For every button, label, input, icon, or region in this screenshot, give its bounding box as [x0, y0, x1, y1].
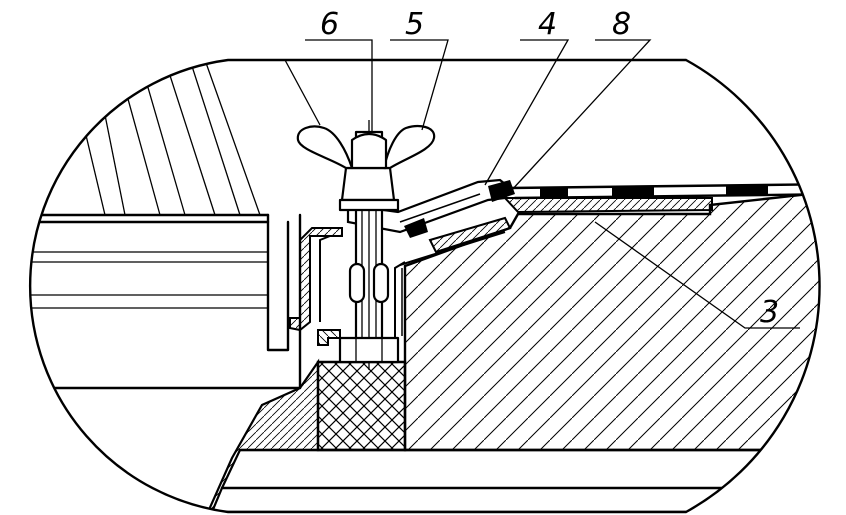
- rib-lines: [79, 60, 321, 216]
- callout-3: 3: [760, 295, 779, 330]
- membrane-strip: [502, 182, 820, 214]
- callout-5: 5: [405, 7, 424, 42]
- callout-8: 8: [612, 7, 631, 42]
- callout-6: 6: [320, 7, 339, 42]
- wing-nut: [296, 125, 436, 212]
- support-block: [316, 360, 407, 452]
- section-view: [30, 60, 820, 512]
- sloped-liner: [206, 358, 320, 512]
- leader-lines: [305, 39, 800, 329]
- left-structure: [30, 213, 302, 390]
- callout-4: 4: [538, 7, 557, 42]
- clamp-plate: [346, 178, 515, 266]
- bottom-band: [210, 448, 820, 512]
- view-outline: [29, 58, 821, 514]
